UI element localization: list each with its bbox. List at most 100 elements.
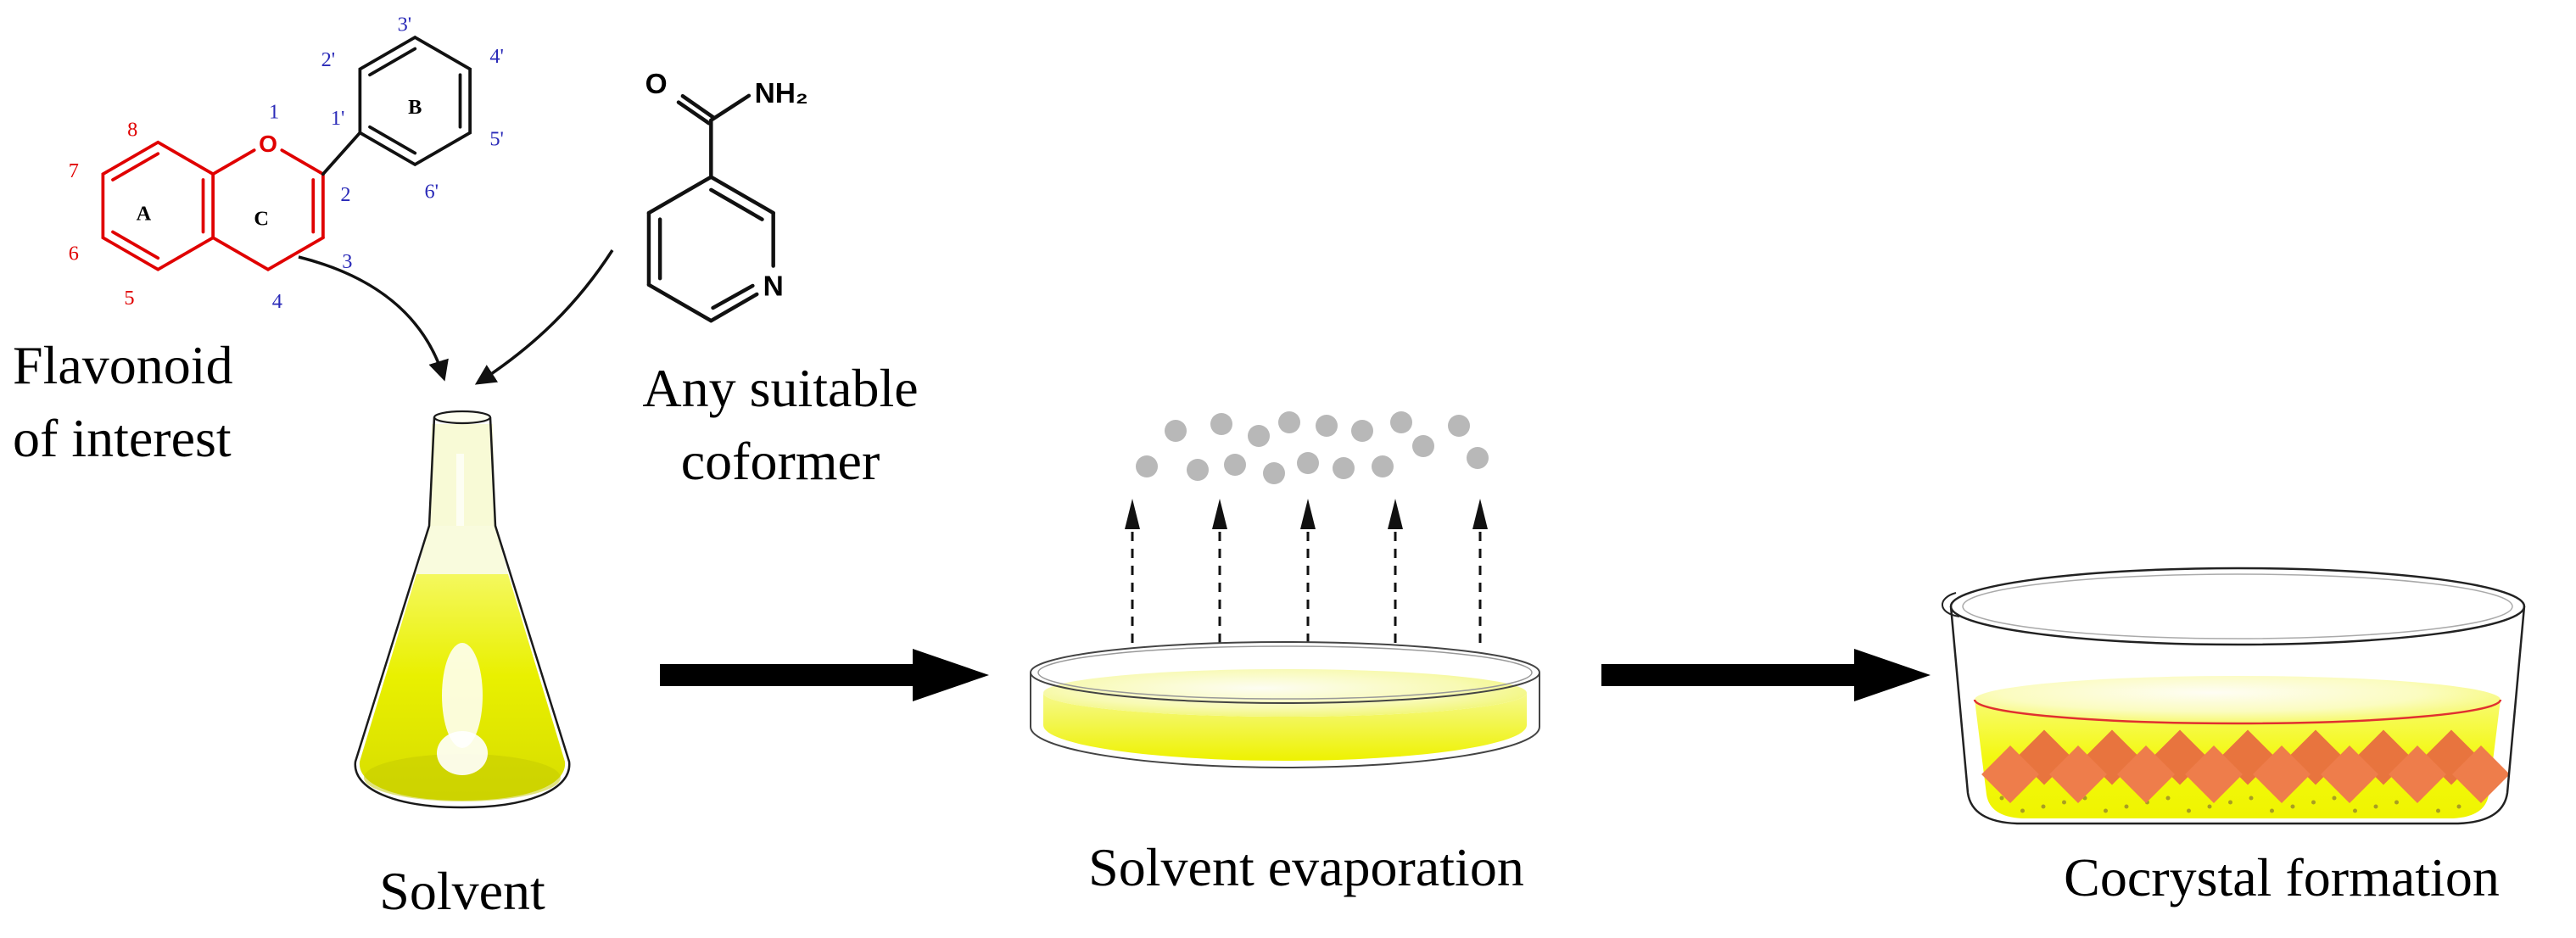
coformer-to-flask-arrow — [474, 249, 614, 385]
vapor-dot — [1316, 415, 1338, 437]
locant-2: 2 — [340, 183, 350, 206]
cocrystal-diamond — [2389, 745, 2446, 803]
dish-liquid — [1043, 693, 1527, 761]
speckle-dot — [2020, 808, 2025, 813]
locant-1p: 1' — [331, 107, 345, 130]
chromone-rings — [101, 140, 325, 271]
surface-line — [1973, 699, 2502, 725]
amide-group-bonds — [676, 93, 752, 179]
locant-2p: 2' — [321, 48, 336, 71]
vapor-dot — [1210, 413, 1232, 435]
beaker-outline — [1949, 606, 2526, 825]
coformer-caption-line2: coformer — [680, 430, 880, 491]
speckle-dot — [2062, 800, 2066, 805]
dish-liquid-surface — [1043, 669, 1527, 717]
solvent-label: Solvent — [379, 861, 545, 921]
locant-1: 1 — [269, 101, 279, 124]
thick-arrow-1 — [660, 649, 989, 701]
neck-highlight — [456, 454, 464, 526]
speckle-dot — [2332, 796, 2337, 801]
vapor-dot — [1333, 457, 1355, 479]
flavonoid-caption-line2: of interest — [13, 407, 232, 468]
speckle-dot — [2353, 808, 2357, 813]
evaporation-arrows — [1125, 499, 1488, 643]
cocrystal-diamond — [2049, 745, 2107, 803]
vapor-dot — [1165, 420, 1187, 442]
vapor-dot — [1278, 411, 1300, 433]
flavonoid-to-flask-arrow — [298, 255, 449, 382]
flask-graphic — [354, 410, 571, 809]
cocrystal-diamond — [2253, 745, 2311, 803]
vapor-dots — [1136, 411, 1489, 484]
locant-5: 5 — [124, 287, 134, 310]
coformer-caption-line1: Any suitable — [642, 358, 919, 418]
vapor-graphic — [1125, 411, 1489, 643]
vapor-dot — [1372, 455, 1394, 477]
mixing-arrows — [298, 249, 614, 385]
flask-outline — [354, 416, 571, 809]
dish-wall-outline — [1030, 673, 1540, 768]
locant-6: 6 — [69, 243, 79, 265]
locant-4p: 4' — [489, 45, 504, 68]
speckle-dot — [1999, 796, 2004, 801]
b-ring — [321, 35, 472, 176]
vapor-dot — [1136, 455, 1158, 477]
dish-rim-outer — [1030, 641, 1540, 704]
arrow-shape — [1601, 649, 1931, 701]
vapor-dot — [1390, 411, 1412, 433]
pyridine-ring — [646, 175, 775, 323]
dashed-arrow-head — [1472, 499, 1488, 529]
flask-mouth — [433, 410, 492, 425]
cocrystal-diamond — [1981, 745, 2039, 803]
locant-8: 8 — [127, 118, 137, 141]
vapor-dot — [1351, 420, 1373, 442]
flask-base-shade — [364, 754, 561, 801]
dashed-arrow-head — [1300, 499, 1316, 529]
cocrystal-diamond — [2117, 745, 2175, 803]
flask-highlight-2 — [437, 731, 488, 775]
ring-label-b: B — [408, 96, 422, 119]
ring-nitrogen-label: N — [763, 271, 784, 303]
cocrystal-diamond — [2452, 745, 2510, 803]
arrow-shape — [660, 649, 989, 701]
flask-highlight — [442, 643, 483, 748]
locant-3p: 3' — [398, 13, 412, 36]
petri-dish-graphic — [1030, 641, 1540, 768]
speckle-dot — [2228, 800, 2232, 805]
locant-6p: 6' — [424, 180, 439, 203]
locant-7: 7 — [69, 159, 79, 182]
flavonoid-structure: O A C B 8 7 6 5 4 3 2 1 1' 2' 3' 4' 5' 6… — [69, 13, 504, 312]
beaker-rim-outer — [1949, 567, 2526, 646]
speckle-dot — [2041, 804, 2046, 809]
speckle-dot — [2290, 804, 2295, 809]
speckle-dot — [2394, 800, 2399, 805]
speckle-dot — [2373, 804, 2378, 809]
locant-4: 4 — [272, 290, 282, 313]
vapor-dot — [1467, 447, 1489, 469]
speckle-dot — [2270, 808, 2274, 813]
vapor-dot — [1448, 415, 1470, 437]
evaporation-label: Solvent evaporation — [1088, 837, 1524, 897]
ring-label-a: A — [137, 203, 152, 226]
speckle-dot — [2436, 808, 2440, 813]
speckle-dot — [2249, 796, 2254, 801]
speckle-dot — [2207, 804, 2212, 809]
speckle-dot — [2187, 808, 2191, 813]
beaker-liquid-surface — [1975, 676, 2501, 723]
flavonoid-caption: Flavonoid of interest — [13, 329, 233, 475]
dish-rim-inner — [1037, 645, 1533, 700]
flavonoid-locants: 8 7 6 5 4 3 2 1 1' 2' 3' 4' 5' 6' — [69, 13, 504, 312]
vapor-dot — [1412, 435, 1434, 457]
locant-5p: 5' — [489, 128, 504, 151]
flavonoid-caption-line1: Flavonoid — [13, 335, 233, 395]
ring-label-c: C — [254, 207, 269, 230]
coformer-caption: Any suitable coformer — [594, 352, 967, 498]
sediment-speckles — [1999, 796, 2461, 813]
beaker-spout — [1942, 592, 1960, 617]
thick-arrow-2 — [1601, 649, 1931, 701]
flask-cone-tint — [416, 526, 508, 574]
speckle-dot — [2311, 800, 2316, 805]
vapor-dot — [1297, 452, 1319, 474]
speckle-dot — [2124, 804, 2129, 809]
